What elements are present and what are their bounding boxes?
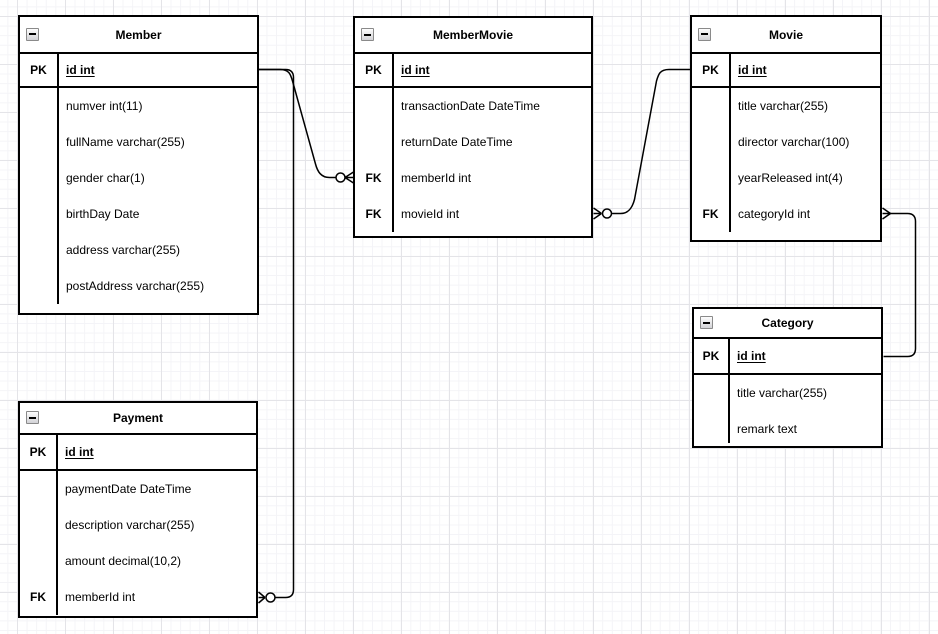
table-row[interactable]: returnDate DateTime [355, 124, 591, 160]
table-row[interactable]: fullName varchar(255) [20, 124, 257, 160]
pk-column-divider [56, 435, 58, 615]
row-field: transactionDate DateTime [401, 99, 540, 113]
pk-field: id int [401, 63, 430, 77]
entity-category[interactable]: Category PK id int title varchar(255) re… [692, 307, 883, 448]
table-row[interactable]: remark text [694, 411, 881, 446]
row-field: fullName varchar(255) [66, 135, 185, 149]
entity-payment[interactable]: Payment PK id int paymentDate DateTime d… [18, 401, 258, 618]
zero-circle-icon [265, 592, 276, 603]
row-field: description varchar(255) [65, 518, 195, 532]
pk-label: PK [365, 63, 382, 77]
row-field: numver int(11) [66, 99, 143, 113]
table-row[interactable]: postAddress varchar(255) [20, 268, 257, 304]
pk-column-divider [392, 54, 394, 232]
table-row[interactable]: FK memberId int [355, 160, 591, 196]
entity-title: MemberMovie [432, 28, 514, 42]
edge-member-payment[interactable] [258, 68, 295, 604]
table-row[interactable]: FK categoryId int [692, 196, 880, 232]
pk-field: id int [66, 63, 95, 77]
entity-title: Payment [112, 411, 164, 425]
row-key: FK [365, 171, 382, 185]
pk-field: id int [65, 445, 94, 459]
pk-label: PK [702, 63, 719, 77]
row-field: remark text [737, 422, 798, 436]
row-field: memberId int [401, 171, 472, 185]
crowfoot-many-icon [882, 207, 891, 220]
table-row[interactable]: title varchar(255) [694, 375, 881, 411]
row-key: FK [30, 590, 46, 604]
pk-label: PK [30, 63, 47, 77]
table-row[interactable]: amount decimal(10,2) [20, 543, 256, 579]
collapse-icon[interactable] [361, 28, 374, 41]
collapse-icon[interactable] [698, 27, 711, 41]
collapse-icon[interactable] [26, 411, 39, 424]
row-field: gender char(1) [66, 171, 145, 185]
table-row[interactable]: FK memberId int [20, 579, 256, 615]
row-field: director varchar(100) [738, 135, 850, 149]
collapse-icon[interactable] [700, 316, 713, 329]
row-field: address varchar(255) [66, 243, 181, 257]
zero-circle-icon [335, 172, 346, 183]
pk-field: id int [738, 63, 767, 77]
table-row[interactable]: director varchar(100) [692, 124, 880, 160]
row-field: paymentDate DateTime [65, 482, 192, 496]
collapse-icon[interactable] [26, 27, 39, 41]
row-field: title varchar(255) [737, 386, 828, 400]
entity-member[interactable]: Member PK id int numver int(11) fullName… [18, 15, 259, 315]
entity-membermovie[interactable]: MemberMovie PK id int transactionDate Da… [353, 16, 593, 238]
row-key: FK [365, 207, 382, 221]
pk-field: id int [737, 349, 766, 363]
entity-movie[interactable]: Movie PK id int title varchar(255) direc… [690, 15, 882, 242]
table-row[interactable]: numver int(11) [20, 88, 257, 124]
row-field: postAddress varchar(255) [66, 279, 205, 293]
pk-column-divider [728, 339, 730, 443]
pk-label: PK [29, 445, 47, 459]
table-row[interactable]: address varchar(255) [20, 232, 257, 268]
row-field: returnDate DateTime [401, 135, 513, 149]
row-field: memberId int [65, 590, 136, 604]
table-row[interactable]: yearReleased int(4) [692, 160, 880, 196]
row-field: yearReleased int(4) [738, 171, 843, 185]
edge-member-membermovie[interactable] [259, 68, 354, 184]
crowfoot-many-icon [258, 591, 266, 604]
entity-title: Category [761, 316, 814, 330]
row-key: FK [702, 207, 719, 221]
row-field: birthDay Date [66, 207, 140, 221]
edge-category-movie[interactable] [882, 207, 917, 358]
table-row[interactable]: FK movieId int [355, 196, 591, 232]
table-row[interactable]: gender char(1) [20, 160, 257, 196]
edge-movie-membermovie[interactable] [593, 68, 691, 220]
pk-label: PK [702, 349, 720, 363]
table-row[interactable]: transactionDate DateTime [355, 88, 591, 124]
table-row[interactable]: description varchar(255) [20, 507, 256, 543]
pk-column-divider [57, 54, 59, 304]
table-row[interactable]: paymentDate DateTime [20, 471, 256, 507]
pk-column-divider [729, 54, 731, 232]
table-row[interactable]: title varchar(255) [692, 88, 880, 124]
entity-title: Movie [768, 27, 803, 42]
row-field: categoryId int [738, 207, 811, 221]
row-field: amount decimal(10,2) [65, 554, 182, 568]
crowfoot-many-icon [593, 207, 602, 220]
entity-title: Member [115, 27, 162, 42]
row-field: title varchar(255) [738, 99, 829, 113]
table-row[interactable]: birthDay Date [20, 196, 257, 232]
row-field: movieId int [401, 207, 460, 221]
zero-circle-icon [601, 208, 613, 219]
